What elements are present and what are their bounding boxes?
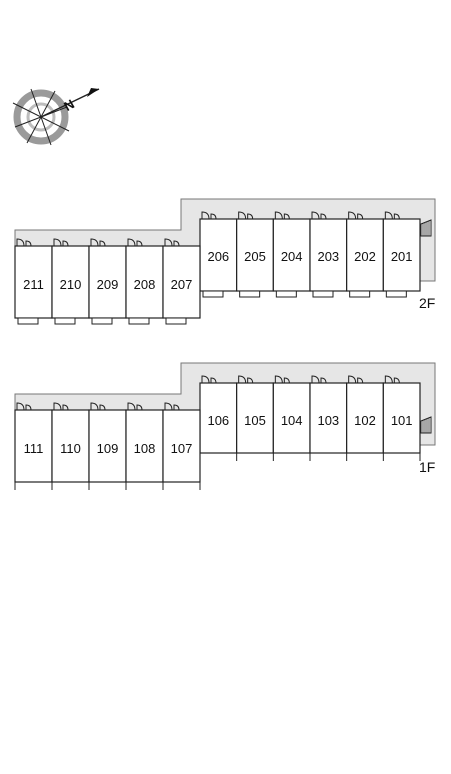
- room-unit: [309, 218, 348, 292]
- door-icon: [274, 375, 290, 384]
- balcony: [275, 290, 297, 298]
- compass-rose-icon: [12, 88, 100, 146]
- balcony: [91, 317, 113, 325]
- door-icon: [311, 375, 327, 384]
- door-icon: [90, 238, 106, 247]
- door-icon: [16, 402, 32, 411]
- door-icon: [90, 402, 106, 411]
- floor-label: 1F: [419, 459, 435, 475]
- door-icon: [348, 375, 364, 384]
- room-number: 101: [391, 413, 413, 428]
- room-number: 102: [354, 413, 376, 428]
- balcony: [165, 317, 187, 325]
- balcony: [312, 290, 334, 298]
- room-unit: [14, 245, 53, 319]
- room-number: 107: [171, 441, 193, 456]
- balcony: [17, 317, 39, 325]
- stairs-icon: [420, 219, 432, 237]
- balcony: [128, 317, 150, 325]
- room-number: 108: [134, 441, 156, 456]
- room-number: 103: [317, 413, 339, 428]
- door-icon: [164, 402, 180, 411]
- room-unit: [162, 409, 201, 483]
- room-unit: [14, 409, 53, 483]
- room-unit: [236, 382, 274, 454]
- door-icon: [16, 238, 32, 247]
- balcony: [385, 290, 407, 298]
- room-unit: [272, 218, 311, 292]
- room-number: 209: [97, 277, 119, 292]
- door-icon: [53, 402, 69, 411]
- room-unit: [272, 382, 311, 454]
- door-icon: [238, 211, 254, 220]
- door-icon: [201, 375, 217, 384]
- floor-2: 206 205 204 203 202 201 211 210 209 208 207 2F: [14, 198, 436, 325]
- room-number: 202: [354, 249, 376, 264]
- room-unit: [88, 245, 127, 319]
- room-unit: [199, 218, 238, 292]
- room-number: 201: [391, 249, 413, 264]
- room-number: 210: [60, 277, 82, 292]
- room-number: 110: [60, 441, 81, 456]
- room-unit: [199, 382, 238, 454]
- room-number: 208: [134, 277, 156, 292]
- floor-label: 2F: [419, 295, 435, 311]
- door-icon: [201, 211, 217, 220]
- door-icon: [53, 238, 69, 247]
- door-icon: [164, 238, 180, 247]
- balcony: [349, 290, 371, 298]
- room-number: 204: [281, 249, 303, 264]
- door-icon: [384, 375, 400, 384]
- room-unit: [382, 218, 421, 292]
- room-number: 207: [171, 277, 193, 292]
- room-number: 203: [317, 249, 339, 264]
- balcony: [202, 290, 224, 298]
- door-icon: [311, 211, 327, 220]
- floor-1: 106 105 104 103 102 101 111 110 109 108 107 1F: [14, 362, 436, 490]
- room-number: 109: [97, 441, 119, 456]
- room-unit: [162, 245, 201, 319]
- door-icon: [127, 402, 143, 411]
- door-icon: [274, 211, 290, 220]
- room-unit: [88, 409, 127, 483]
- room-number: 206: [207, 249, 229, 264]
- room-unit: [382, 382, 421, 454]
- balcony: [239, 290, 261, 298]
- balcony: [54, 317, 76, 325]
- room-unit: [309, 382, 348, 454]
- door-icon: [348, 211, 364, 220]
- room-unit: [346, 382, 384, 454]
- door-icon: [127, 238, 143, 247]
- room-number: 106: [207, 413, 229, 428]
- stairs-icon: [420, 416, 432, 434]
- room-number: 104: [281, 413, 303, 428]
- room-number: 205: [244, 249, 266, 264]
- door-icon: [384, 211, 400, 220]
- room-number: 211: [23, 277, 44, 292]
- door-icon: [238, 375, 254, 384]
- room-number: 111: [24, 441, 44, 456]
- room-number: 105: [244, 413, 266, 428]
